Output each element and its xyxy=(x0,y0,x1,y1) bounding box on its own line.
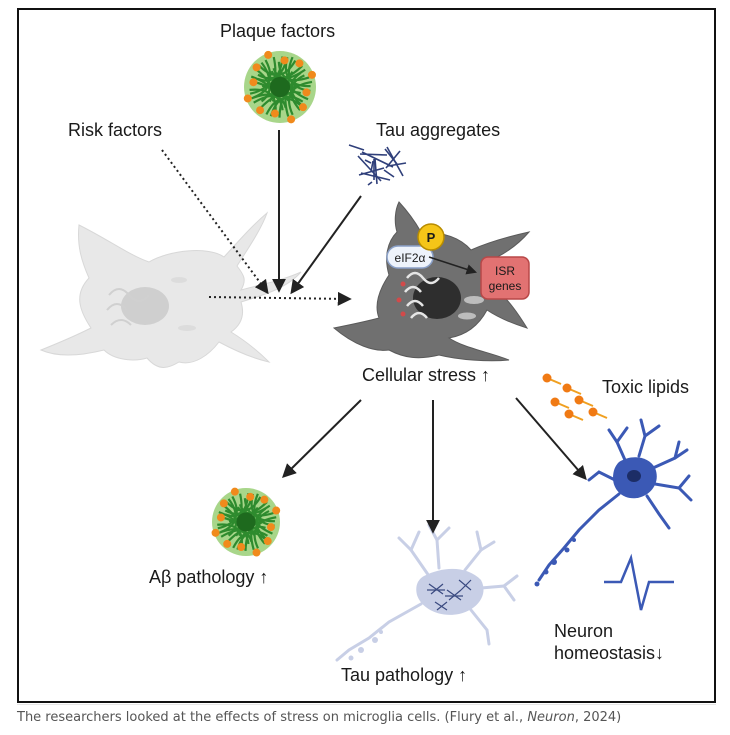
caption-journal: Neuron xyxy=(527,710,575,725)
phospho-label: P xyxy=(427,230,436,245)
diagram-canvas: P eIF2α ISR genes xyxy=(39,50,693,662)
resting-to-stressed-arrow xyxy=(208,291,352,306)
neuron-label-line1: Neuron xyxy=(554,621,614,641)
plaque-illustration-abeta xyxy=(211,487,281,557)
isr-label-line1: ISR xyxy=(495,264,515,278)
stress-to-neuron-arrow xyxy=(515,397,587,481)
figure-caption: The researchers looked at the effects of… xyxy=(17,710,621,725)
tau-neuron-illustration xyxy=(335,523,519,662)
eif2a-to-isr-arrow xyxy=(428,256,477,275)
stressed-microglia-illustration xyxy=(332,201,531,362)
risk-factors-label: Risk factors xyxy=(68,120,163,140)
tau-aggregates-label: Tau aggregates xyxy=(376,120,501,140)
tau-aggregates-arrow xyxy=(290,195,362,295)
stress-to-abeta-arrow xyxy=(282,399,362,478)
caption-year: , 2024) xyxy=(574,710,622,725)
isr-label-line2: genes xyxy=(489,279,522,293)
neuron-label-line2: homeostasis↓ xyxy=(554,643,665,663)
figure-frame: P eIF2α ISR genes Plaque factors Risk fa… xyxy=(17,8,716,703)
tau-aggregate-illustration xyxy=(348,144,407,186)
neuron-illustration xyxy=(534,418,693,587)
caption-divider xyxy=(17,704,716,705)
plaque-factors-label: Plaque factors xyxy=(220,21,336,41)
isr-genes-box xyxy=(480,256,530,300)
abeta-pathology-label: Aβ pathology ↑ xyxy=(149,567,269,587)
eif2a-bubble xyxy=(386,245,434,269)
eif2a-label: eIF2α xyxy=(395,251,426,265)
resting-microglia-illustration xyxy=(39,211,302,368)
plaque-illustration-top xyxy=(243,50,316,124)
action-potential-trace xyxy=(604,553,674,611)
toxic-lipids-label: Toxic lipids xyxy=(602,377,690,397)
phospho-badge xyxy=(417,223,445,251)
cellular-stress-label: Cellular stress ↑ xyxy=(362,365,491,385)
caption-text: The researchers looked at the effects of… xyxy=(17,710,528,725)
toxic-lipids-illustration xyxy=(542,373,608,421)
tau-pathology-label: Tau pathology ↑ xyxy=(341,665,468,685)
